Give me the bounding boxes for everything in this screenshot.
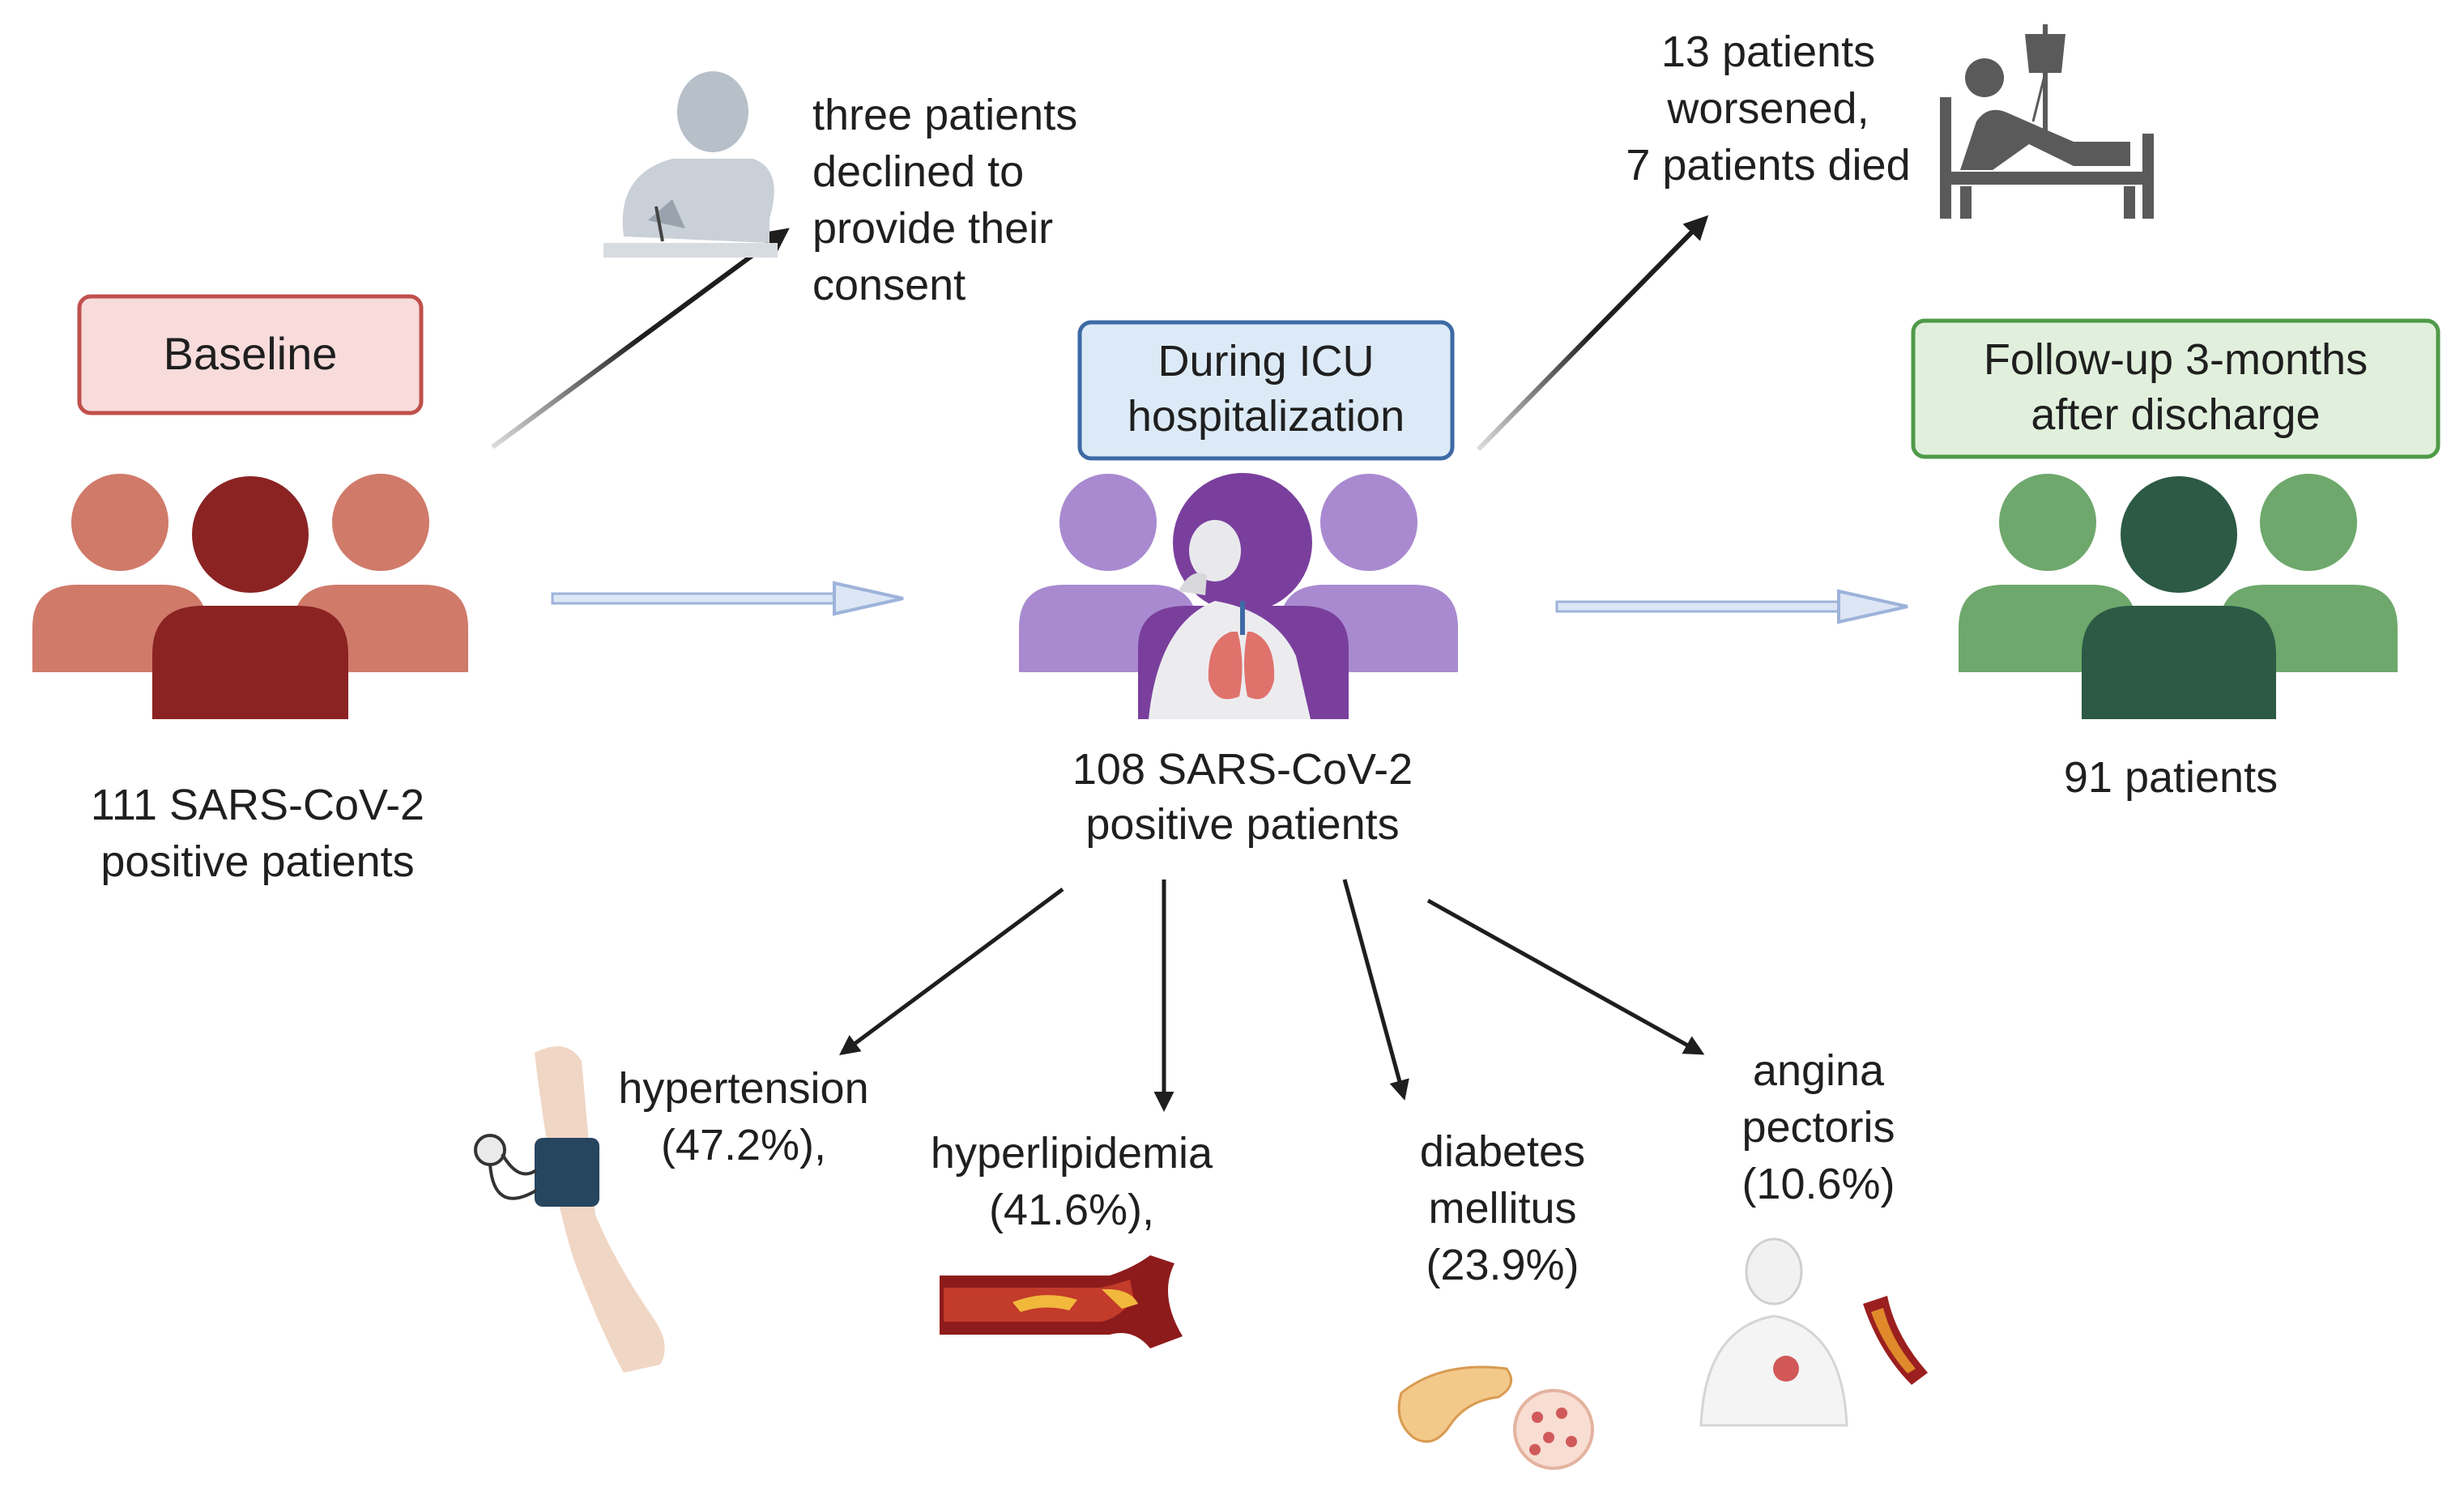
followup-label-line1: Follow-up 3-months xyxy=(1984,335,2368,384)
icu-count-line1: 108 SARS-CoV-2 xyxy=(1072,745,1413,794)
pancreas-icon xyxy=(1397,1365,1594,1470)
outcomes-line2: worsened, xyxy=(1666,84,1869,133)
angina-label-2: pectoris xyxy=(1741,1103,1895,1152)
diabetes-label: diabetes xyxy=(1420,1127,1585,1176)
icu-label-box: During ICU hospitalization xyxy=(1077,320,1455,461)
baseline-label: Baseline xyxy=(164,328,338,379)
angina-label: angina xyxy=(1753,1046,1885,1095)
declined-line3: provide their xyxy=(812,204,1053,253)
arrow-to-angina xyxy=(1426,898,1705,1055)
person-writing-icon xyxy=(603,71,778,258)
icu-label-line1: During ICU xyxy=(1157,337,1374,385)
baseline-label-box: Baseline xyxy=(77,294,424,415)
declined-line2: declined to xyxy=(812,147,1024,196)
icu-count-line2: positive patients xyxy=(1085,800,1399,849)
outcomes-line3: 7 patients died xyxy=(1626,141,1910,190)
followup-patient-group-icon xyxy=(1959,474,2398,719)
hypertension-percent: (47.2%), xyxy=(661,1121,826,1169)
followup-label-box: Follow-up 3-months after discharge xyxy=(1911,318,2441,459)
flow-arrow-baseline-to-icu xyxy=(551,581,904,616)
outcomes-line1: 13 patients xyxy=(1661,28,1875,76)
arrow-to-hypertension xyxy=(838,887,1064,1055)
baseline-patient-group-icon xyxy=(32,474,468,719)
diabetes-percent: (23.9%) xyxy=(1426,1241,1579,1289)
baseline-count-line2: positive patients xyxy=(100,837,414,886)
declined-line4: consent xyxy=(812,261,966,309)
patient-head-icon xyxy=(1189,520,1241,581)
artery-plaque-icon xyxy=(940,1255,1183,1348)
arrow-to-diabetes xyxy=(1342,879,1409,1101)
hyperlipidemia-label: hyperlipidemia xyxy=(931,1129,1213,1178)
blood-pressure-cuff-icon xyxy=(474,1046,665,1373)
hospital-bed-icon xyxy=(1940,24,2154,219)
hypertension-label: hypertension xyxy=(618,1064,868,1113)
covid-patient-group-icon xyxy=(1019,473,1458,719)
baseline-count-line1: 111 SARS-CoV-2 xyxy=(91,781,424,829)
arrow-to-declined xyxy=(491,228,790,449)
hyperlipidemia-percent: (41.6%), xyxy=(989,1186,1154,1234)
flow-arrow-icu-to-followup xyxy=(1555,589,1908,624)
followup-count: 91 patients xyxy=(2064,753,2278,802)
diabetes-label-2: mellitus xyxy=(1428,1184,1576,1233)
declined-line1: three patients xyxy=(812,91,1077,139)
arrow-to-outcomes xyxy=(1476,215,1709,452)
icu-label-line2: hospitalization xyxy=(1128,392,1405,441)
chest-pain-icon xyxy=(1699,1237,1928,1427)
followup-label-line2: after discharge xyxy=(2031,390,2320,439)
angina-percent: (10.6%) xyxy=(1741,1160,1895,1208)
